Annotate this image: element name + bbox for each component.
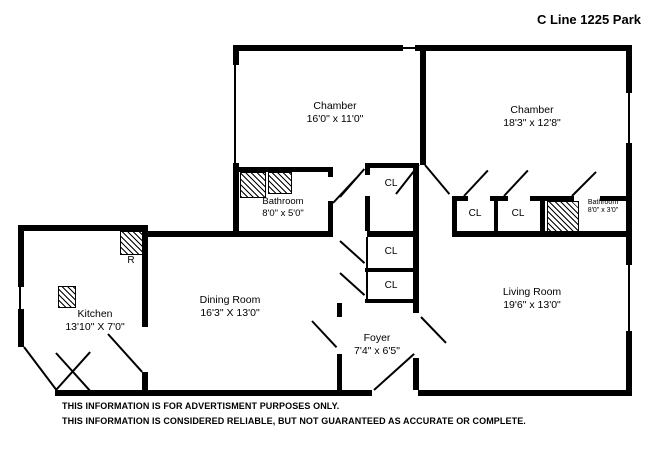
wall-west-upper-b	[233, 163, 239, 237]
room-label-foyer: Foyer 7'4" x 6'5"	[327, 332, 427, 358]
wall-bathroom-left-east-b	[328, 201, 333, 236]
tub-fixture	[547, 201, 579, 236]
wall-closet-row-top-a	[452, 196, 468, 201]
refrigerator-fixture	[120, 231, 144, 255]
window-chamber-left	[234, 65, 236, 163]
room-name: Kitchen	[77, 308, 113, 320]
room-dims: 13'10" X 7'0"	[65, 321, 125, 334]
entry-door-swing	[373, 353, 415, 391]
stacked-closet2-door-swing	[339, 272, 366, 296]
room-name: Chamber	[510, 104, 554, 116]
wall-mid-a	[142, 231, 333, 237]
closet-label-top: CL	[384, 178, 398, 189]
closet-label-row1: CL	[468, 208, 482, 219]
closet-label-stacked2: CL	[384, 280, 398, 291]
wall-bathroom-left-east-a	[328, 167, 333, 177]
room-name: Chamber	[313, 100, 357, 112]
toilet-fixture	[268, 172, 292, 194]
room-dims: 16'3" X 13'0"	[200, 307, 260, 320]
room-dims: 8'0" x 5'0"	[262, 207, 304, 219]
wall-closet-top-west-b	[365, 196, 370, 231]
stacked-closet1-door-swing	[339, 240, 366, 264]
wall-foyer-west-a	[337, 303, 342, 317]
disclaimer-line-1: THIS INFORMATION IS FOR ADVERTISMENT PUR…	[62, 401, 340, 411]
room-dims: 8'0" x 3'0"	[587, 207, 619, 215]
sink-fixture	[240, 172, 266, 198]
wall-mid-b	[367, 231, 417, 237]
bathroom-right-door-swing	[571, 171, 597, 197]
room-label-chamber-right: Chamber 18'3" x 12'8"	[462, 104, 602, 130]
wall-south-b	[418, 390, 632, 396]
room-label-kitchen: Kitchen 13'10" X 7'0"	[35, 308, 155, 334]
wall-foyer-west-b	[337, 354, 342, 390]
window-top	[403, 47, 415, 49]
room-label-bathroom-left: Bathroom 8'0" x 5'0"	[238, 196, 328, 220]
room-label-dining-room: Dining Room 16'3" X 13'0"	[160, 294, 300, 320]
wall-west-upper-a	[233, 45, 239, 65]
wall-south-a	[55, 390, 372, 396]
room-dims: 18'3" x 12'8"	[503, 117, 561, 130]
wall-closet-top-top	[365, 163, 417, 168]
wall-stacked-closet-div	[365, 268, 417, 272]
closet2-door-swing	[503, 169, 529, 197]
disclaimer-line-2: THIS INFORMATION IS CONSIDERED RELIABLE,…	[62, 416, 526, 426]
wall-closet-row-top-c	[530, 196, 574, 201]
kitchen-dining-door-swing	[107, 333, 143, 373]
wall-kitchen-east-a	[142, 225, 148, 327]
wall-top-right	[415, 45, 632, 51]
wall-east-b	[626, 143, 632, 265]
wall-bathroom-left-top	[233, 167, 333, 172]
room-dims: 7'4" x 6'5"	[354, 345, 400, 358]
room-dims: 16'0" x 11'0"	[306, 113, 364, 126]
wall-closet-row-top-d	[600, 196, 632, 201]
wall-stacked-closet-bottom	[365, 299, 417, 303]
corridor-door-swing	[339, 168, 366, 198]
room-name: Bathroom	[587, 199, 619, 206]
wall-closet-row-top-b	[490, 196, 508, 201]
wall-closet-row-west	[452, 196, 457, 237]
closet-label-row2: CL	[511, 208, 525, 219]
window-kitchen	[19, 287, 21, 309]
room-label-bathroom-right: Bathroom 8'0" x 3'0"	[578, 199, 628, 216]
wall-center-column-a	[413, 163, 419, 313]
wall-kitchen-east-b	[142, 372, 148, 390]
window-living-room	[628, 265, 630, 331]
room-name: Dining Room	[199, 294, 261, 306]
room-name: Foyer	[363, 332, 391, 344]
wall-kitchen-west-b	[18, 309, 24, 347]
kitchen-exterior-door-swing	[23, 346, 58, 391]
wall-east-c	[626, 331, 632, 396]
wall-center-column-b	[413, 358, 419, 390]
window-chamber-right	[628, 93, 630, 143]
kitchen-sink-fixture	[58, 286, 76, 308]
wall-closet-row-div1	[494, 199, 498, 233]
wall-kitchen-top	[18, 225, 148, 231]
wall-closet-row-div2	[540, 196, 545, 237]
chamber-right-door-swing	[424, 164, 451, 195]
closet-label-stacked1: CL	[384, 246, 398, 257]
room-label-living-room: Living Room 19'6" x 13'0"	[462, 286, 602, 312]
room-dims: 19'6" x 13'0"	[503, 299, 561, 312]
wall-closet-top-west-a	[365, 163, 370, 175]
plan-title: C Line 1225 Park	[536, 12, 641, 27]
room-name: Living Room	[502, 286, 562, 298]
refrigerator-label: R	[127, 255, 135, 266]
wall-chamber-divider	[420, 45, 426, 165]
room-label-chamber-left: Chamber 16'0" x 11'0"	[265, 100, 405, 126]
wall-top-left	[233, 45, 403, 51]
closet1-door-swing	[463, 169, 489, 197]
wall-east-a	[626, 45, 632, 93]
room-name: Bathroom	[262, 196, 304, 207]
wall-kitchen-west-a	[18, 225, 24, 287]
